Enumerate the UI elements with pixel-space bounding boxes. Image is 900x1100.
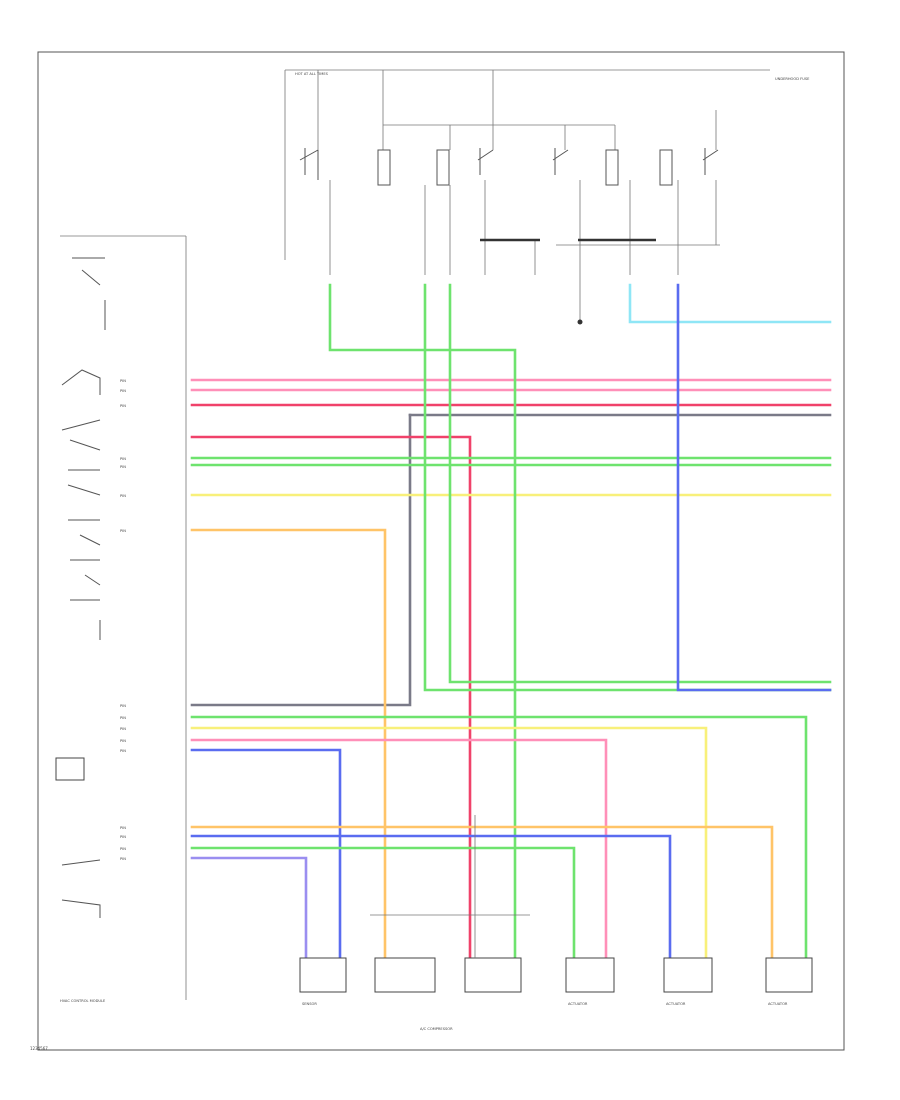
wire-orange bbox=[190, 825, 774, 967]
svg-text:PIN: PIN bbox=[120, 465, 126, 469]
switch-icon bbox=[67, 469, 101, 496]
compressor-relay bbox=[464, 957, 522, 993]
svg-text:PIN: PIN bbox=[120, 739, 126, 743]
wire-gray bbox=[190, 413, 412, 707]
relay-coil bbox=[605, 149, 619, 186]
switch-icon bbox=[68, 519, 101, 546]
switch-icon bbox=[61, 859, 101, 918]
wire-light-blue bbox=[628, 283, 832, 324]
compressor-clutch bbox=[374, 957, 436, 993]
svg-text:PIN: PIN bbox=[120, 379, 126, 383]
wire-yellow bbox=[190, 726, 708, 967]
wire-orange bbox=[190, 528, 387, 967]
mode-actuator bbox=[663, 957, 713, 993]
wire-red bbox=[190, 435, 472, 967]
diagram-code: 1234567 bbox=[30, 1046, 48, 1051]
temperature-sensor bbox=[299, 957, 347, 993]
component-label: ACTUATOR bbox=[768, 1002, 788, 1006]
switch-icon bbox=[72, 257, 106, 330]
control-module-section: HVAC CONTROL MODULE bbox=[55, 235, 187, 1003]
diagram-frame bbox=[37, 51, 845, 1051]
svg-text:PIN: PIN bbox=[120, 835, 126, 839]
svg-text:PIN: PIN bbox=[120, 704, 126, 708]
svg-text:PIN: PIN bbox=[120, 826, 126, 830]
sensor-icon bbox=[55, 757, 85, 781]
svg-text:PIN: PIN bbox=[120, 716, 126, 720]
blower-actuator bbox=[765, 957, 813, 993]
switch-icon bbox=[70, 599, 101, 640]
power-label: HOT AT ALL TIMES bbox=[295, 72, 329, 76]
ground-point bbox=[577, 319, 583, 325]
bottom-components: SENSOR A/C COMPRESSOR ACTUATOR ACTUATOR … bbox=[299, 815, 813, 1031]
relay-contact bbox=[477, 148, 494, 175]
switch-icon bbox=[61, 419, 101, 451]
wire-blue bbox=[676, 283, 832, 692]
component-label: ACTUATOR bbox=[666, 1002, 686, 1006]
wire-green bbox=[190, 846, 576, 967]
svg-text:PIN: PIN bbox=[120, 749, 126, 753]
component-label: A/C COMPRESSOR bbox=[420, 1027, 453, 1031]
wire-green bbox=[190, 715, 808, 967]
power-distribution-section: HOT AT ALL TIMES UNDERHOOD FUSE bbox=[284, 69, 810, 325]
relay-coil bbox=[659, 149, 673, 186]
svg-text:PIN: PIN bbox=[120, 404, 126, 408]
wire-green bbox=[423, 283, 832, 692]
relay-contact bbox=[552, 148, 569, 175]
svg-text:PIN: PIN bbox=[120, 529, 126, 533]
svg-text:PIN: PIN bbox=[120, 494, 126, 498]
svg-text:PIN: PIN bbox=[120, 389, 126, 393]
svg-text:PIN: PIN bbox=[120, 727, 126, 731]
switch-icon bbox=[61, 369, 101, 395]
wire-blue bbox=[190, 834, 672, 967]
component-label: SENSOR bbox=[302, 1002, 317, 1006]
relay-contact bbox=[702, 148, 719, 175]
svg-text:PIN: PIN bbox=[120, 457, 126, 461]
relay-coil bbox=[377, 149, 391, 186]
component-label: ACTUATOR bbox=[568, 1002, 588, 1006]
relay-coil bbox=[436, 149, 450, 186]
wire-green bbox=[448, 283, 832, 684]
wire-blue bbox=[190, 748, 342, 967]
relay-contact bbox=[299, 148, 319, 180]
svg-text:PIN: PIN bbox=[120, 857, 126, 861]
wire-pink bbox=[190, 738, 608, 967]
module-label: HVAC CONTROL MODULE bbox=[60, 999, 106, 1003]
recirculation-actuator bbox=[565, 957, 615, 993]
power-label: UNDERHOOD FUSE bbox=[775, 77, 810, 81]
wire-green bbox=[328, 283, 517, 967]
wiring-traces bbox=[190, 283, 832, 967]
wire-purple bbox=[190, 856, 308, 967]
switch-icon bbox=[70, 559, 101, 586]
svg-text:PIN: PIN bbox=[120, 847, 126, 851]
